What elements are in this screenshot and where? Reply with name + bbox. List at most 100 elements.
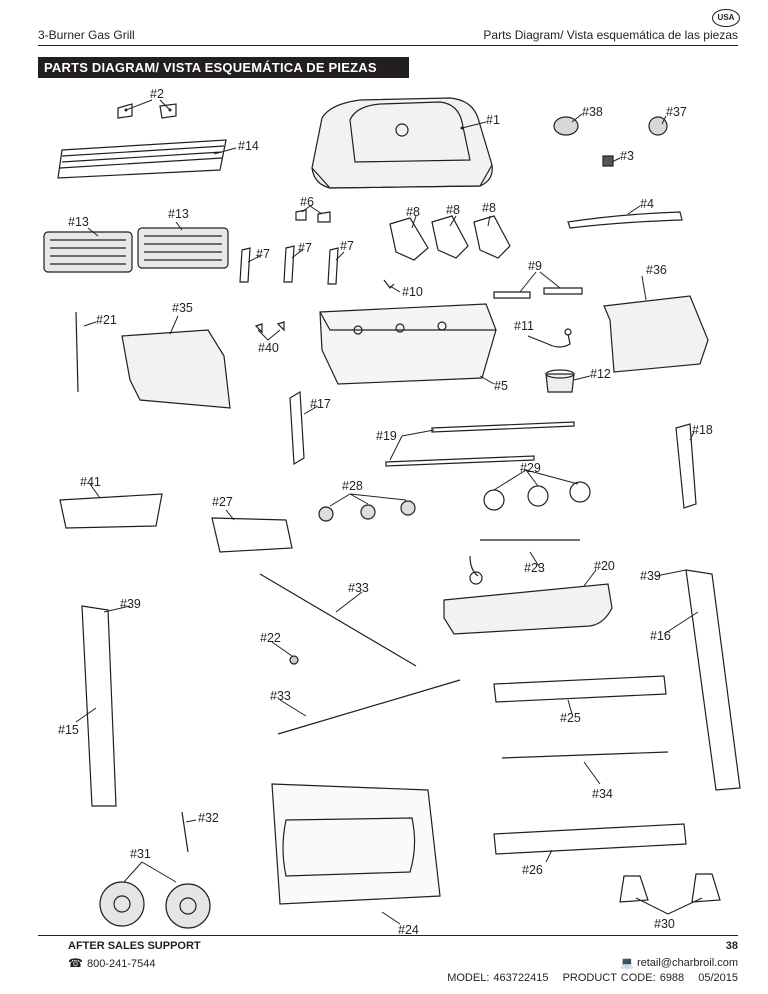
part-label-41: #41	[80, 475, 101, 489]
part-firebox-drawing	[319, 303, 497, 385]
part-label-20: #20	[594, 559, 615, 573]
page-number: 38	[725, 940, 738, 952]
part-number-labels: #2 #1 #38 #37 #3 #14 #4 #6 #13 #13 #8 #8…	[58, 87, 713, 937]
part-label-30: #30	[654, 917, 675, 931]
part-label-14: #14	[238, 139, 259, 153]
part-10-drawing	[383, 279, 395, 289]
part-label-8c: #8	[482, 201, 496, 215]
part-label-13a: #13	[68, 215, 89, 229]
part-33-upper-rod-drawing	[259, 573, 417, 667]
leader-arrowheads	[124, 108, 464, 130]
part-label-4: #4	[640, 197, 654, 211]
part-label-25: #25	[560, 711, 581, 725]
part-label-32: #32	[198, 811, 219, 825]
part-cooking-grate-right-drawing	[137, 227, 229, 269]
part-label-8a: #8	[406, 205, 420, 219]
part-hinge-drawing	[117, 103, 177, 119]
part-25-drawing	[493, 675, 667, 703]
part-label-11: #11	[514, 319, 534, 333]
part-caster-drawing	[619, 873, 721, 903]
part-label-35: #35	[172, 301, 193, 315]
part-22-drawing	[289, 655, 299, 665]
part-label-33-lower: #33	[270, 689, 291, 703]
part-label-7b: #7	[298, 241, 312, 255]
page-banner: PARTS DIAGRAM/ VISTA ESQUEMÁTICA DE PIEZ…	[38, 57, 409, 78]
part-cooking-grate-left-drawing	[43, 231, 133, 273]
part-control-knob-drawing	[318, 500, 416, 522]
part-label-37: #37	[666, 105, 687, 119]
part-right-shelf-drawing	[603, 295, 709, 373]
part-left-shelf-drawing	[121, 329, 231, 409]
part-bottom-panel-window-drawing	[282, 817, 416, 877]
part-label-24: #24	[398, 923, 419, 937]
part-41-drawing	[59, 493, 163, 529]
header-rule	[38, 45, 738, 46]
part-label-17: #17	[310, 397, 331, 411]
part-9-drawing	[493, 287, 583, 299]
part-left-leg-drawing	[81, 605, 117, 807]
support-phone-number: 800-241-7544	[86, 958, 156, 970]
part-11-drawing	[547, 328, 572, 348]
part-label-7a: #7	[256, 247, 270, 261]
part-regulator-drawing	[469, 571, 483, 585]
support-email-address: retail@charbroil.com	[636, 957, 738, 969]
part-37-drawing	[648, 116, 668, 136]
part-label-16: #16	[650, 629, 671, 643]
part-label-28: #28	[342, 479, 363, 493]
part-label-13b: #13	[168, 207, 189, 221]
part-label-19: #19	[376, 429, 397, 443]
usa-badge: USA	[712, 9, 740, 27]
part-heat-tent-drawing	[389, 215, 511, 261]
after-sales-support-title: AFTER SALES SUPPORT	[68, 940, 201, 952]
leader-lines	[75, 99, 703, 925]
part-label-12: #12	[590, 367, 611, 381]
part-18-drawing	[675, 423, 697, 509]
print-date: 05/2015	[698, 972, 738, 984]
part-label-39-left: #39	[120, 597, 141, 611]
part-label-31: #31	[130, 847, 151, 861]
part-label-39-right: #39	[640, 569, 661, 583]
support-phone: ☎800-241-7544	[68, 956, 155, 970]
part-label-2: #2	[150, 87, 164, 101]
part-label-38: #38	[582, 105, 603, 119]
part-grease-cup-drawing	[545, 369, 575, 393]
part-axle-drawing	[181, 811, 189, 853]
part-warming-rack-drawing	[57, 139, 227, 179]
part-label-21: #21	[96, 313, 117, 327]
part-6-drawing	[295, 209, 331, 223]
part-manifold-drawing	[469, 539, 580, 577]
part-label-5: #5	[494, 379, 508, 393]
header-section-title: Parts Diagram/ Vista esquemática de las …	[483, 28, 738, 42]
part-34-drawing	[501, 751, 669, 759]
part-label-23: #23	[524, 561, 545, 575]
part-label-1: #1	[486, 113, 500, 127]
model-number: MODEL: 463722415	[447, 972, 549, 984]
part-control-panel-drawing	[443, 583, 613, 635]
part-21-drawing	[75, 311, 79, 393]
part-label-9: #9	[528, 259, 542, 273]
part-label-40: #40	[258, 341, 279, 355]
support-email: 💻 retail@charbroil.com	[620, 956, 738, 969]
part-3-drawing	[602, 155, 614, 167]
part-handle-drawing	[567, 211, 683, 229]
part-label-10: #10	[402, 285, 423, 299]
part-33-lower-rod-drawing	[277, 679, 461, 735]
part-label-22: #22	[260, 631, 281, 645]
header-product-name: 3-Burner Gas Grill	[38, 28, 135, 42]
part-label-15: #15	[58, 723, 79, 737]
footer-rule	[38, 935, 738, 936]
part-label-36: #36	[646, 263, 667, 277]
part-label-7c: #7	[340, 239, 354, 253]
part-19-drawing	[385, 421, 575, 467]
part-lid-drawing	[311, 97, 493, 189]
part-27-drawing	[211, 517, 293, 553]
part-40-drawing	[254, 321, 285, 334]
part-26-drawing	[493, 823, 687, 855]
part-label-18: #18	[692, 423, 713, 437]
footer-meta: MODEL: 463722415 PRODUCT CODE: 6988 05/2…	[437, 972, 738, 984]
part-wheel-drawing	[99, 881, 211, 929]
product-code: PRODUCT CODE: 6988	[562, 972, 685, 984]
part-right-leg-drawing	[685, 569, 741, 791]
laptop-icon: 💻	[620, 957, 634, 969]
